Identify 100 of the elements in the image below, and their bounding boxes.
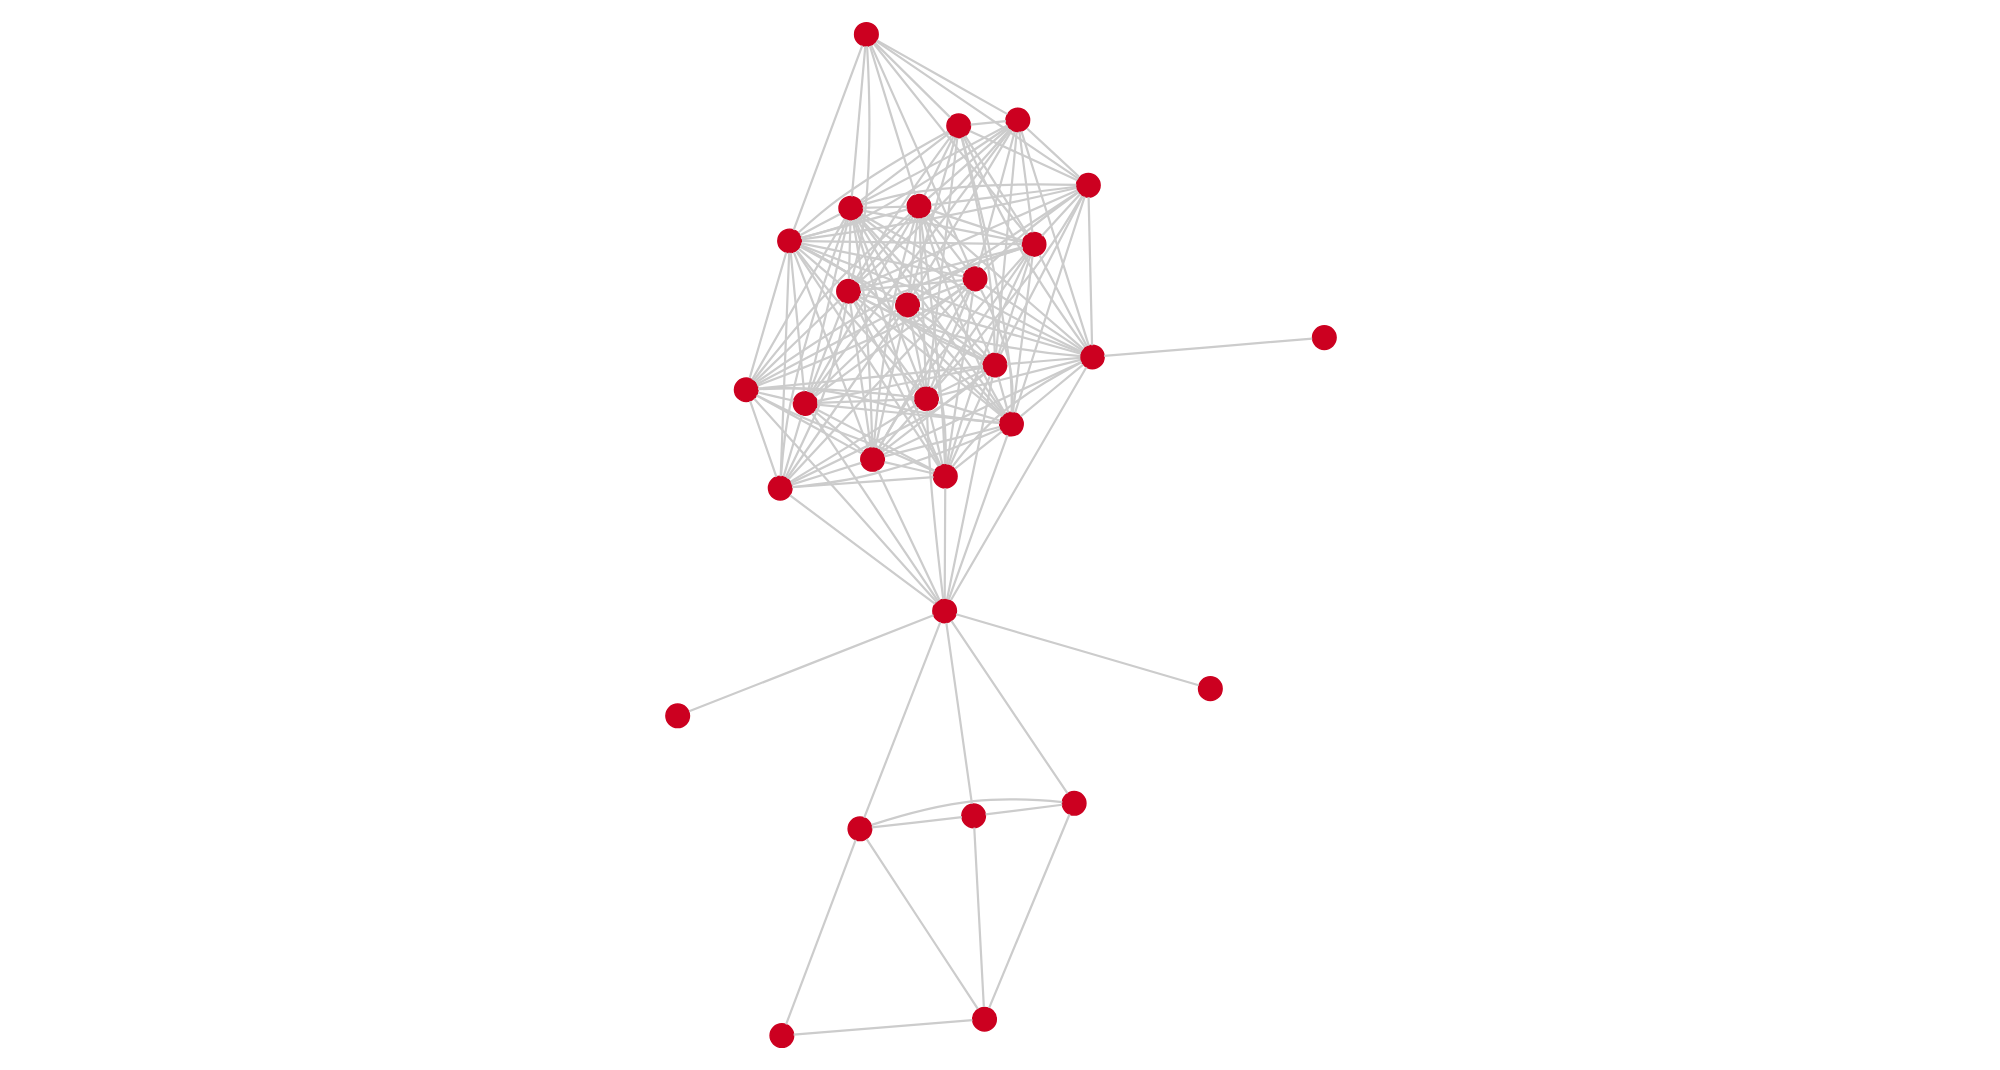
connector xyxy=(813,284,966,398)
connector xyxy=(795,249,918,391)
node-circle xyxy=(997,411,1023,437)
node-circle xyxy=(1074,172,1100,198)
connector xyxy=(800,186,1076,241)
connector xyxy=(812,312,899,396)
connector xyxy=(996,376,1009,413)
connector xyxy=(1017,131,1033,233)
connector xyxy=(858,246,1022,290)
connector xyxy=(781,414,802,477)
connector xyxy=(927,410,943,465)
connector xyxy=(852,219,941,466)
node-circle xyxy=(768,1023,794,1049)
connector xyxy=(1013,196,1085,413)
node-circle xyxy=(1078,344,1104,370)
connector xyxy=(983,284,1082,352)
connector xyxy=(883,425,999,458)
node-circle xyxy=(859,446,885,472)
connector xyxy=(791,45,863,231)
connector xyxy=(799,242,963,278)
node-circle xyxy=(931,463,957,489)
connector xyxy=(798,212,840,237)
connector xyxy=(937,358,1080,397)
connector xyxy=(950,361,1082,468)
connector xyxy=(854,218,902,295)
connector xyxy=(791,427,1000,489)
connector xyxy=(859,132,949,202)
connector xyxy=(750,218,845,381)
connector xyxy=(1005,356,1080,366)
connector xyxy=(908,137,956,294)
connector xyxy=(801,240,1021,246)
connector xyxy=(876,288,970,450)
connector xyxy=(850,219,873,448)
connector xyxy=(788,252,805,392)
connector xyxy=(1040,193,1081,237)
connector xyxy=(861,205,906,209)
connector xyxy=(873,42,950,119)
connector xyxy=(864,838,978,1010)
connector xyxy=(878,406,919,452)
node-circle xyxy=(961,266,987,292)
connector xyxy=(848,303,871,448)
connector xyxy=(798,245,1003,417)
connector xyxy=(856,217,1005,415)
connector xyxy=(917,307,1081,355)
connector xyxy=(792,1019,972,1036)
connector xyxy=(859,213,964,274)
connector xyxy=(920,217,1006,415)
connector xyxy=(917,282,964,302)
connector xyxy=(910,315,946,464)
connector xyxy=(757,386,999,424)
connector xyxy=(930,185,1076,206)
connector xyxy=(987,813,1070,1009)
connector xyxy=(799,126,1008,240)
connector xyxy=(861,209,1022,244)
connector xyxy=(873,316,905,448)
connector xyxy=(959,137,1012,413)
connector xyxy=(846,220,851,280)
connector xyxy=(798,245,983,362)
connector xyxy=(870,798,1062,826)
connector xyxy=(810,412,938,602)
connector xyxy=(807,302,845,393)
connector xyxy=(944,376,993,600)
connector xyxy=(917,218,927,387)
node-circle xyxy=(837,195,863,221)
connector xyxy=(1037,254,1087,347)
connector xyxy=(755,309,897,386)
connector xyxy=(880,371,985,453)
connector xyxy=(978,289,1013,413)
connector xyxy=(875,40,1078,180)
connector xyxy=(786,286,967,480)
connector xyxy=(799,244,1081,354)
connector xyxy=(869,45,971,269)
connector xyxy=(796,130,948,234)
connector xyxy=(858,189,1077,288)
node-circle xyxy=(1004,107,1030,133)
node-circle xyxy=(1020,231,1046,257)
connector xyxy=(785,314,901,479)
connector xyxy=(968,129,1077,182)
connector xyxy=(859,278,962,292)
connector xyxy=(1019,131,1089,346)
connector xyxy=(788,494,935,605)
node-circle xyxy=(835,278,861,304)
connector xyxy=(981,191,1079,272)
connector xyxy=(926,213,1084,350)
connector xyxy=(946,255,1029,465)
connector xyxy=(875,39,1007,116)
connector xyxy=(857,295,1080,358)
connector xyxy=(852,135,952,282)
connector xyxy=(907,316,925,387)
connector xyxy=(883,461,933,475)
connector xyxy=(953,430,1002,470)
connector xyxy=(856,128,1010,285)
connector xyxy=(852,301,940,467)
connector xyxy=(1086,197,1093,346)
connector xyxy=(816,398,914,405)
connector xyxy=(862,621,941,819)
connector xyxy=(853,218,922,388)
connector xyxy=(959,137,995,353)
node-circle xyxy=(945,113,971,139)
connector xyxy=(867,45,916,196)
